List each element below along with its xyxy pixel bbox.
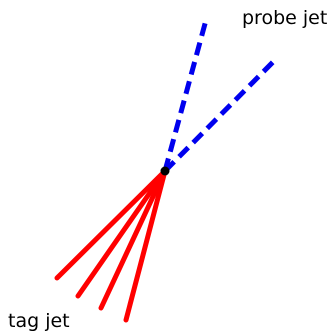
probe-jet-line-2 [163,59,276,173]
vertex-dot [160,166,170,176]
tag-jet-line-3 [98,168,168,311]
probe-jet [162,19,276,173]
tag-jet [54,168,168,323]
tag-jet-label: tag jet [8,310,70,332]
tag-jet-line-1 [54,168,168,281]
tag-jet-line-2 [75,168,168,299]
probe-jet-line-1 [162,19,209,172]
probe-jet-label: probe jet [242,7,328,29]
tag-jet-line-4 [123,168,168,323]
